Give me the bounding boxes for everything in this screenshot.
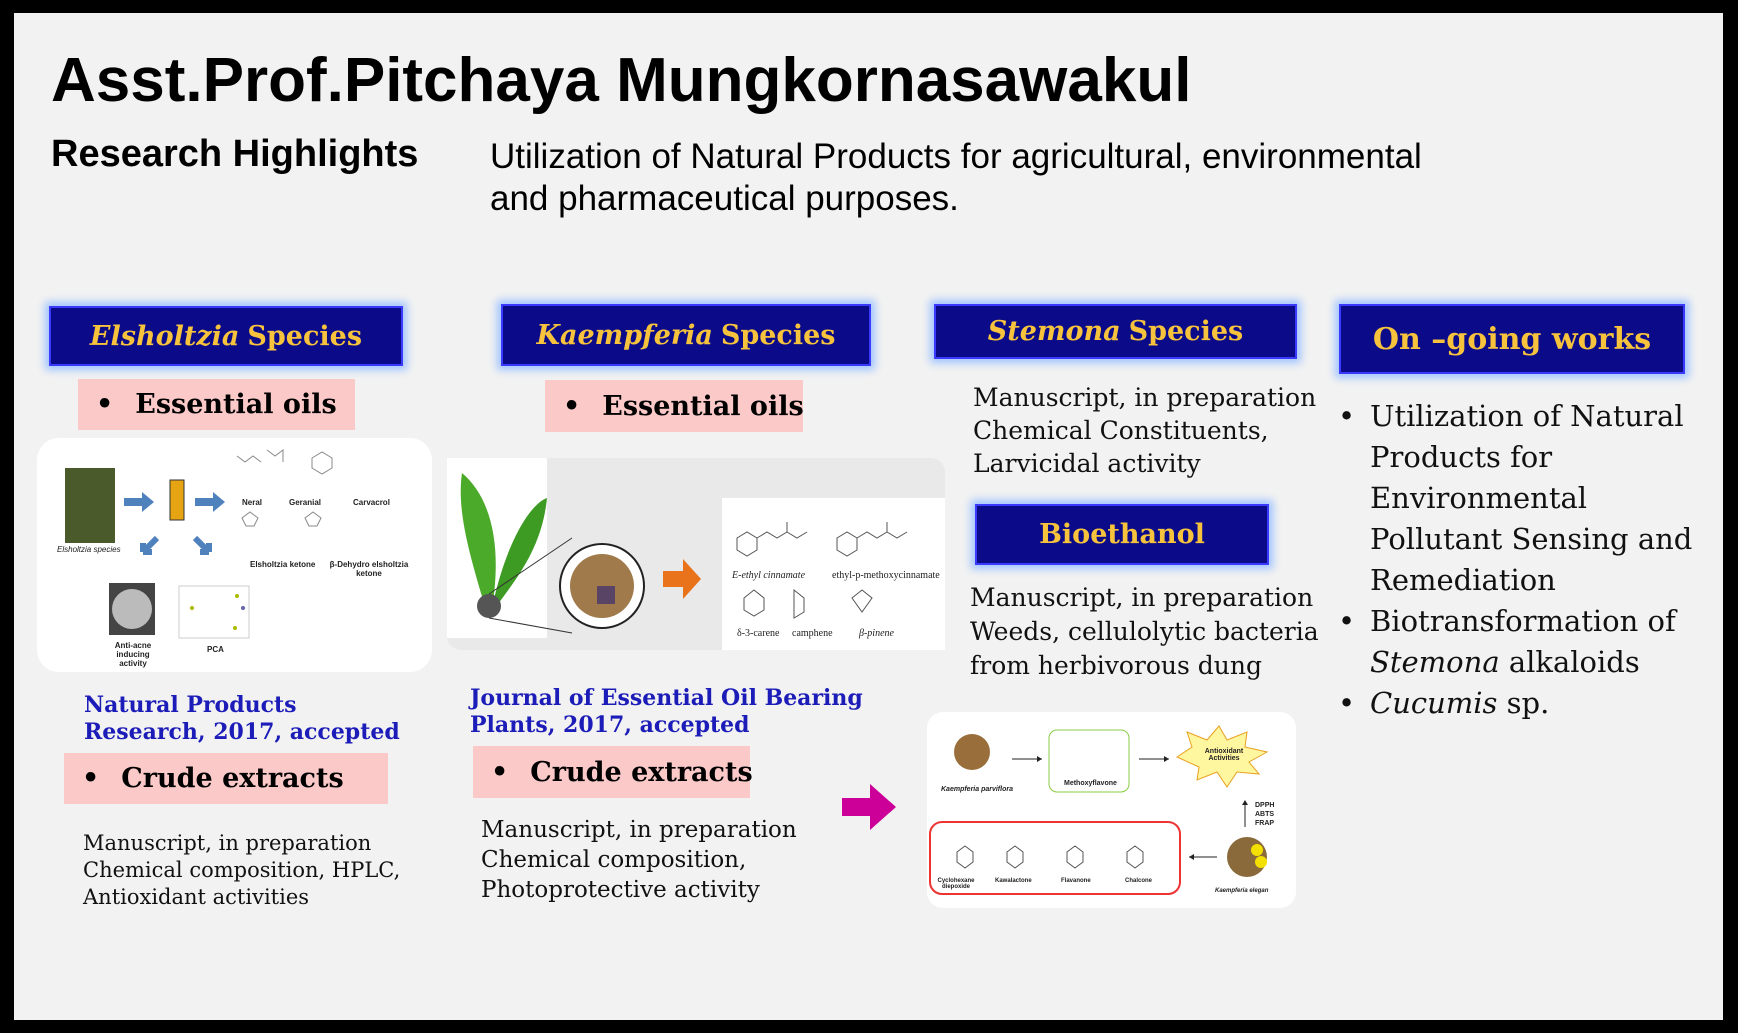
essential-oils-label: •Essential oils: [545, 380, 804, 432]
header-italic: Stemona: [987, 316, 1121, 347]
figure-label: camphene: [792, 628, 833, 639]
text-line: Weeds, cellulolytic bacteria: [970, 617, 1319, 646]
citation-line: Research, 2017, accepted: [84, 719, 400, 745]
label-text: Essential oils: [135, 389, 337, 420]
text-line: Manuscript, in preparation: [481, 817, 797, 843]
bioethanol-header: Bioethanol: [975, 504, 1269, 565]
text-line: Photoprotective activity: [481, 877, 760, 903]
arrow-icon: [124, 492, 154, 512]
text-line: Chemical composition, HPLC,: [83, 858, 401, 882]
item-text: Utilization of Natural Products for Envi…: [1370, 399, 1693, 597]
item-text: sp.: [1497, 686, 1550, 720]
elsholtzia-figure: Elsholtzia species Neral Geranial Carvac…: [37, 438, 432, 672]
figure-label: Anti-acne inducing activity: [114, 641, 152, 668]
text-line: Manuscript, in preparation: [970, 583, 1314, 612]
header-text: On –going works: [1372, 321, 1652, 357]
label-text: Essential oils: [602, 390, 804, 422]
label-text: Crude extracts: [530, 756, 753, 788]
item-italic: Stemona: [1370, 645, 1500, 679]
ongoing-header: On –going works: [1339, 304, 1685, 374]
essential-oils-label: •Essential oils: [78, 379, 355, 430]
slide: Asst.Prof.Pitchaya Mungkornasawakul Rese…: [14, 13, 1723, 1020]
arrow-icon: [140, 535, 160, 555]
header-text: Bioethanol: [1039, 519, 1205, 550]
header-italic: Elsholtzia: [89, 320, 240, 352]
figure-label: Kaempferia elegan: [1215, 888, 1269, 894]
figure-label: E-ethyl cinnamate: [732, 570, 806, 581]
kaempferia-diagram: [447, 458, 945, 650]
label-text: Crude extracts: [121, 763, 344, 794]
plant-image: [65, 468, 115, 543]
arrow-icon: [192, 535, 212, 555]
subtitle: Utilization of Natural Products for agri…: [490, 136, 1422, 220]
arrow-icon: [663, 559, 701, 599]
figure-label: Elsholtzia species: [57, 545, 121, 554]
page-title: Asst.Prof.Pitchaya Mungkornasawakul: [51, 46, 1192, 115]
citation-line: Plants, 2017, accepted: [470, 712, 750, 738]
item-text: alkaloids: [1499, 645, 1640, 679]
text-line: Chemical Constituents,: [973, 416, 1269, 445]
kaempferia-antioxidant-diagram: [929, 725, 1269, 895]
header-italic: Kaempferia: [536, 319, 713, 351]
subtitle-line: Utilization of Natural Products for agri…: [490, 137, 1422, 176]
figure-label: Elsholtzia ketone: [250, 560, 316, 569]
figure-label: PCA: [207, 645, 224, 654]
figure-label: Kawalactone: [995, 878, 1032, 884]
crude-extracts-label: •Crude extracts: [473, 746, 753, 798]
figure-label: β-pinene: [859, 628, 894, 639]
section-heading: Research Highlights: [51, 133, 419, 175]
figure-label: ethyl-p-methoxycinnamate: [832, 570, 940, 581]
text-line: Manuscript, in preparation: [973, 383, 1317, 412]
figure-label: Chalcone: [1125, 878, 1153, 884]
figure-label: DPPH: [1255, 802, 1275, 809]
header-text: Species: [720, 319, 836, 351]
list-item: Utilization of Natural Products for Envi…: [1338, 396, 1728, 601]
item-text: Biotransformation of: [1370, 604, 1676, 638]
list-item: Cucumis sp.: [1338, 683, 1728, 724]
ongoing-list: Utilization of Natural Products for Envi…: [1338, 396, 1728, 724]
kaempferia-figure: E-ethyl cinnamate ethyl-p-methoxycinnama…: [447, 458, 945, 650]
magenta-arrow-icon: [842, 784, 896, 830]
figure-label: Cyclohexane diepoxide: [937, 878, 975, 890]
text-line: Antioxidant activities: [83, 885, 310, 909]
figure-label: FRAP: [1255, 820, 1275, 827]
figure-label: Carvacrol: [353, 498, 390, 507]
figure-label: Neral: [242, 498, 263, 507]
list-item: Biotransformation of Stemona alkaloids: [1338, 601, 1728, 683]
figure-label: Flavanone: [1061, 878, 1091, 884]
elsholtzia-diagram: [65, 449, 333, 639]
text-line: from herbivorous dung: [970, 651, 1263, 680]
subtitle-line: and pharmaceutical purposes.: [490, 179, 959, 218]
figure-label: β-Dehydro elsholtzia ketone: [329, 560, 409, 578]
header-text: Species: [247, 320, 363, 352]
citation-line: Journal of Essential Oil Bearing: [470, 685, 863, 711]
item-italic: Cucumis: [1370, 686, 1498, 720]
pca-plot: [178, 585, 250, 639]
text-line: Chemical composition,: [481, 847, 747, 873]
crude-extracts-label: •Crude extracts: [64, 753, 388, 804]
text-line: Manuscript, in preparation: [83, 831, 372, 855]
figure-label: ABTS: [1255, 811, 1275, 818]
text-line: Larvicidal activity: [973, 449, 1201, 478]
citation-line: Natural Products: [84, 692, 297, 718]
figure-label: Geranial: [289, 498, 322, 507]
figure-label: Methoxyflavone: [1064, 780, 1117, 787]
figure-label: Antioxidant Activities: [1204, 748, 1244, 762]
arrow-icon: [195, 492, 225, 512]
header-text: Species: [1128, 316, 1244, 347]
figure-label: Kaempferia parviflora: [941, 786, 1013, 793]
vial-image: [169, 479, 185, 521]
bioethanol-figure: Kaempferia parviflora Methoxyflavone Ant…: [927, 712, 1296, 908]
figure-label: δ-3-carene: [737, 628, 780, 639]
